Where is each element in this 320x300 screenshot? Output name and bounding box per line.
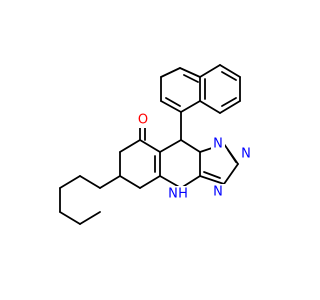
label-backdrop [211, 136, 225, 152]
bond [199, 100, 221, 114]
label-backdrop [239, 146, 253, 162]
bond [139, 139, 161, 153]
label-backdrop [166, 186, 180, 202]
molecule-structure: O N N N N H [59, 64, 253, 225]
molecule-drawing: O N N N N H [59, 64, 253, 225]
oxygen-atom-label: O [138, 113, 148, 128]
bond [160, 100, 182, 113]
bond [79, 211, 101, 225]
cyclohexenone-ring [119, 123, 182, 189]
bond [180, 139, 201, 153]
bond [160, 67, 181, 78]
bond [139, 175, 161, 189]
bond [59, 211, 81, 225]
tolyl-group [59, 175, 121, 225]
bond [219, 64, 241, 78]
bond [223, 163, 239, 185]
bond [221, 71, 237, 81]
atom-labels: O N N N N H [136, 112, 253, 202]
label-backdrop [136, 112, 150, 128]
pyrimidine-ring [159, 139, 201, 189]
label-backdrop [211, 184, 225, 200]
bond [180, 100, 201, 113]
naphthyl-group [160, 64, 241, 114]
label-backdrop [177, 186, 189, 202]
bond [59, 175, 81, 189]
bond [159, 139, 182, 153]
bond [179, 67, 201, 78]
bond [203, 171, 221, 179]
bond [119, 175, 141, 189]
bond [227, 149, 237, 163]
bond [199, 64, 221, 78]
bond [183, 74, 199, 83]
bond [165, 97, 181, 107]
bond [219, 100, 241, 114]
bond [221, 97, 237, 107]
bond [199, 175, 225, 185]
nitrogen-atom-label: N [213, 185, 223, 200]
bond [119, 139, 141, 153]
hydrogen-atom-label: H [178, 187, 188, 202]
bond [99, 175, 121, 189]
nitrogen-atom-label: N [213, 137, 223, 152]
nitrogen-atom-label: N [241, 147, 251, 162]
nitrogen-atom-label: N [168, 187, 178, 202]
bond [79, 175, 101, 189]
